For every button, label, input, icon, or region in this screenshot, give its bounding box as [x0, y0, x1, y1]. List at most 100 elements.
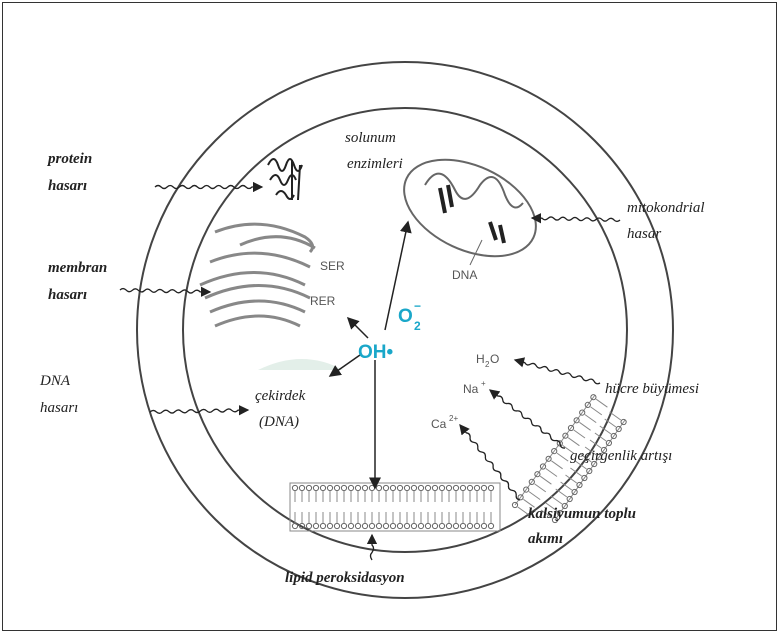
label-gecirgenlik: geçirgenlik artışı [570, 448, 672, 464]
lipid-head [383, 523, 388, 528]
label-rer: RER [310, 294, 336, 308]
h2o-o: O [490, 352, 499, 366]
lipid-head [383, 485, 388, 490]
label-kalsiyum: kalsiyumun toplu [528, 506, 636, 522]
lipid-head [460, 523, 465, 528]
lipid-tail [551, 461, 562, 469]
inner-membrane [183, 108, 627, 552]
lipid-tail [557, 453, 568, 461]
lipid-head [341, 485, 346, 490]
lipid-head [292, 523, 297, 528]
lipid-head [404, 523, 409, 528]
label-akimi: akımı [528, 531, 563, 547]
h2o-h: H [476, 352, 485, 366]
label-protein-hasar: hasarı [48, 178, 87, 194]
lipid-head [355, 523, 360, 528]
lipid-tail [590, 440, 601, 448]
label-mito-dna: DNA [452, 268, 477, 282]
ca-ion: Ca [431, 417, 447, 431]
superoxide-sup: − [414, 299, 421, 313]
lipid-head [334, 485, 339, 490]
superoxide-sub: 2 [414, 319, 421, 333]
lipid-head [425, 485, 430, 490]
lipid-head [362, 523, 367, 528]
label-dna-hasar: hasarı [40, 400, 78, 416]
label-lipid: lipid peroksidasyon [285, 570, 405, 586]
lipid-head [467, 523, 472, 528]
lipid-head [425, 523, 430, 528]
lipid-head [376, 523, 381, 528]
lipid-head [453, 523, 458, 528]
lipid-head [313, 485, 318, 490]
lipid-head [313, 523, 318, 528]
lipid-head [299, 485, 304, 490]
lipid-tail [535, 484, 546, 492]
lipid-head [397, 485, 402, 490]
label-enzimleri: enzimleri [347, 156, 403, 172]
lipid-head [439, 523, 444, 528]
lipid-head [467, 485, 472, 490]
endoplasmic-reticulum [200, 224, 315, 326]
lipid-tail [556, 489, 567, 497]
lipid-head [348, 523, 353, 528]
lipid-head [432, 485, 437, 490]
lipid-tail [529, 492, 540, 500]
lipid-tail [546, 469, 557, 477]
label-mitokondrial-hasar: hasar [627, 226, 661, 242]
lipid-head [362, 485, 367, 490]
lipid-head [446, 523, 451, 528]
lipid-head [446, 485, 451, 490]
lipid-head [411, 523, 416, 528]
lipid-head [439, 485, 444, 490]
lipid-head [418, 523, 423, 528]
lipid-head [418, 485, 423, 490]
lipid-head [474, 485, 479, 490]
lipid-head [369, 523, 374, 528]
lipid-tail [585, 415, 596, 423]
label-mitokondrial: mitokondrial [627, 200, 705, 216]
lipid-head [320, 485, 325, 490]
lipid-head [404, 485, 409, 490]
lipid-head [488, 523, 493, 528]
oh-radical: OH• [358, 342, 394, 363]
label-membran-hasar: hasarı [48, 287, 87, 303]
na-sup: + [481, 379, 486, 388]
ca-sup: 2+ [449, 414, 458, 423]
lipid-tail [574, 430, 585, 438]
lipid-head [390, 523, 395, 528]
superoxide-o: O [398, 306, 413, 327]
na-ion: Na [463, 382, 479, 396]
wavy-arrows [120, 186, 620, 561]
label-cekirdek-dna: (DNA) [259, 414, 299, 430]
mitochondrion [389, 140, 551, 275]
label-hucre-buyumesi: hücre büyümesi [605, 381, 699, 397]
lipid-tail [568, 438, 579, 446]
lipid-bilayer-bottom [290, 483, 500, 531]
lipid-head [397, 523, 402, 528]
protein-shape [268, 159, 302, 200]
lipid-head [432, 523, 437, 528]
lipid-head [390, 485, 395, 490]
lipid-head [488, 485, 493, 490]
lipid-head [327, 485, 332, 490]
lipid-head [481, 523, 486, 528]
nucleus-hint [258, 359, 343, 370]
lipid-tail [591, 407, 602, 415]
label-solunum: solunum [345, 130, 396, 146]
lipid-head [369, 485, 374, 490]
lipid-head [306, 523, 311, 528]
label-ser: SER [320, 259, 345, 273]
lipid-head [348, 485, 353, 490]
lipid-head [481, 485, 486, 490]
lipid-head [474, 523, 479, 528]
label-dna: DNA [39, 373, 71, 389]
lipid-tail [551, 496, 562, 504]
lipid-head [355, 485, 360, 490]
lipid-head [306, 485, 311, 490]
lipid-head [411, 485, 416, 490]
lipid-head [376, 485, 381, 490]
lipid-head [341, 523, 346, 528]
lipid-tail [610, 412, 621, 420]
lipid-head [320, 523, 325, 528]
